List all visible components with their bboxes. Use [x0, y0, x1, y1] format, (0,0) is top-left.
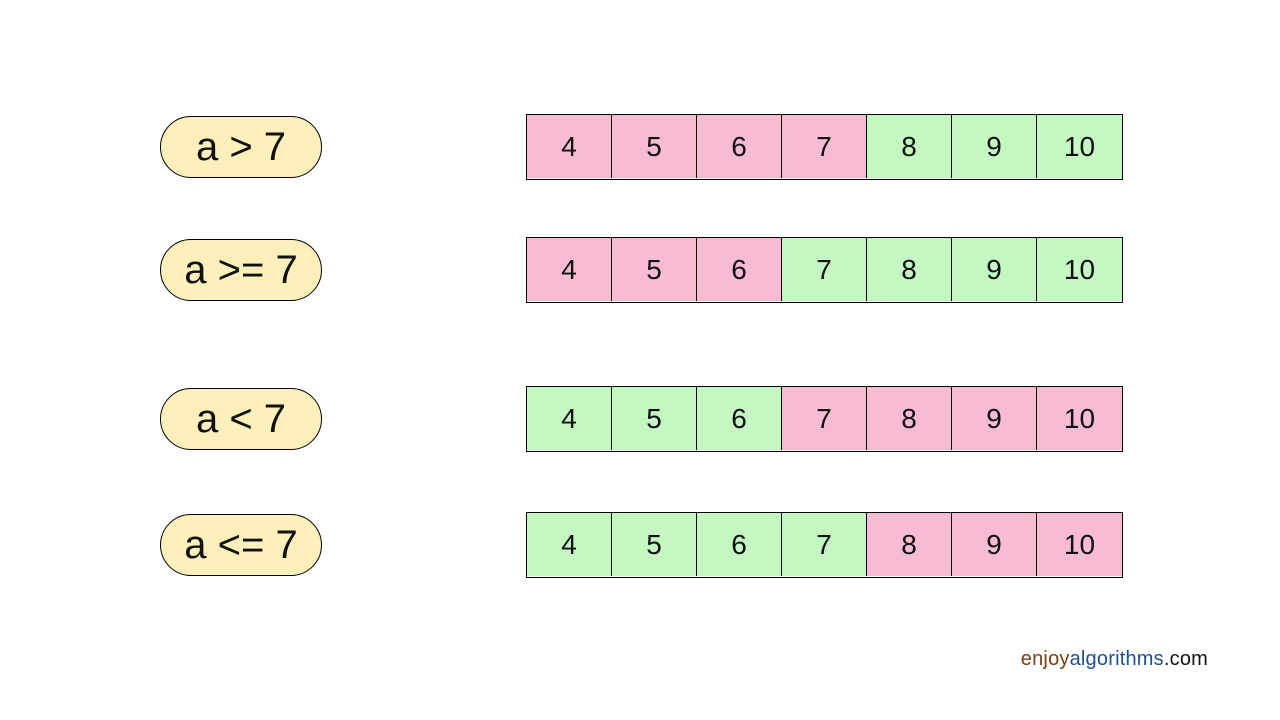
- condition-label: a >= 7: [160, 239, 322, 301]
- array-cell: 7: [782, 513, 867, 576]
- array-cell: 5: [612, 115, 697, 178]
- array-cell: 8: [867, 513, 952, 576]
- value-array: 4 5 6 7 8 9 10: [526, 386, 1123, 452]
- condition-row: a < 7 4 5 6 7 8 9 10: [0, 386, 1280, 452]
- condition-row: a <= 7 4 5 6 7 8 9 10: [0, 512, 1280, 578]
- condition-label: a > 7: [160, 116, 322, 178]
- array-cell: 4: [527, 115, 612, 178]
- array-cell: 10: [1037, 115, 1122, 178]
- array-cell: 4: [527, 238, 612, 301]
- array-cell: 6: [697, 238, 782, 301]
- array-cell: 5: [612, 238, 697, 301]
- array-cell: 6: [697, 115, 782, 178]
- array-cell: 9: [952, 387, 1037, 450]
- array-cell: 5: [612, 387, 697, 450]
- brand-enjoy: enjoy: [1020, 648, 1070, 670]
- array-cell: 7: [782, 387, 867, 450]
- array-cell: 9: [952, 238, 1037, 301]
- condition-row: a > 7 4 5 6 7 8 9 10: [0, 114, 1280, 180]
- condition-label: a < 7: [160, 388, 322, 450]
- array-cell: 4: [527, 513, 612, 576]
- brand-algorithms: algorithms: [1069, 648, 1164, 670]
- array-cell: 8: [867, 238, 952, 301]
- condition-label: a <= 7: [160, 514, 322, 576]
- array-cell: 8: [867, 387, 952, 450]
- condition-row: a >= 7 4 5 6 7 8 9 10: [0, 237, 1280, 303]
- value-array: 4 5 6 7 8 9 10: [526, 114, 1123, 180]
- array-cell: 7: [782, 115, 867, 178]
- array-cell: 5: [612, 513, 697, 576]
- value-array: 4 5 6 7 8 9 10: [526, 512, 1123, 578]
- array-cell: 10: [1037, 513, 1122, 576]
- array-cell: 4: [527, 387, 612, 450]
- array-cell: 8: [867, 115, 952, 178]
- array-cell: 6: [697, 387, 782, 450]
- array-cell: 7: [782, 238, 867, 301]
- array-cell: 9: [952, 115, 1037, 178]
- array-cell: 6: [697, 513, 782, 576]
- array-cell: 10: [1037, 238, 1122, 301]
- brand-com: .com: [1163, 648, 1208, 670]
- array-cell: 9: [952, 513, 1037, 576]
- array-cell: 10: [1037, 387, 1122, 450]
- brand-watermark: enjoyalgorithms.com: [1021, 648, 1208, 671]
- value-array: 4 5 6 7 8 9 10: [526, 237, 1123, 303]
